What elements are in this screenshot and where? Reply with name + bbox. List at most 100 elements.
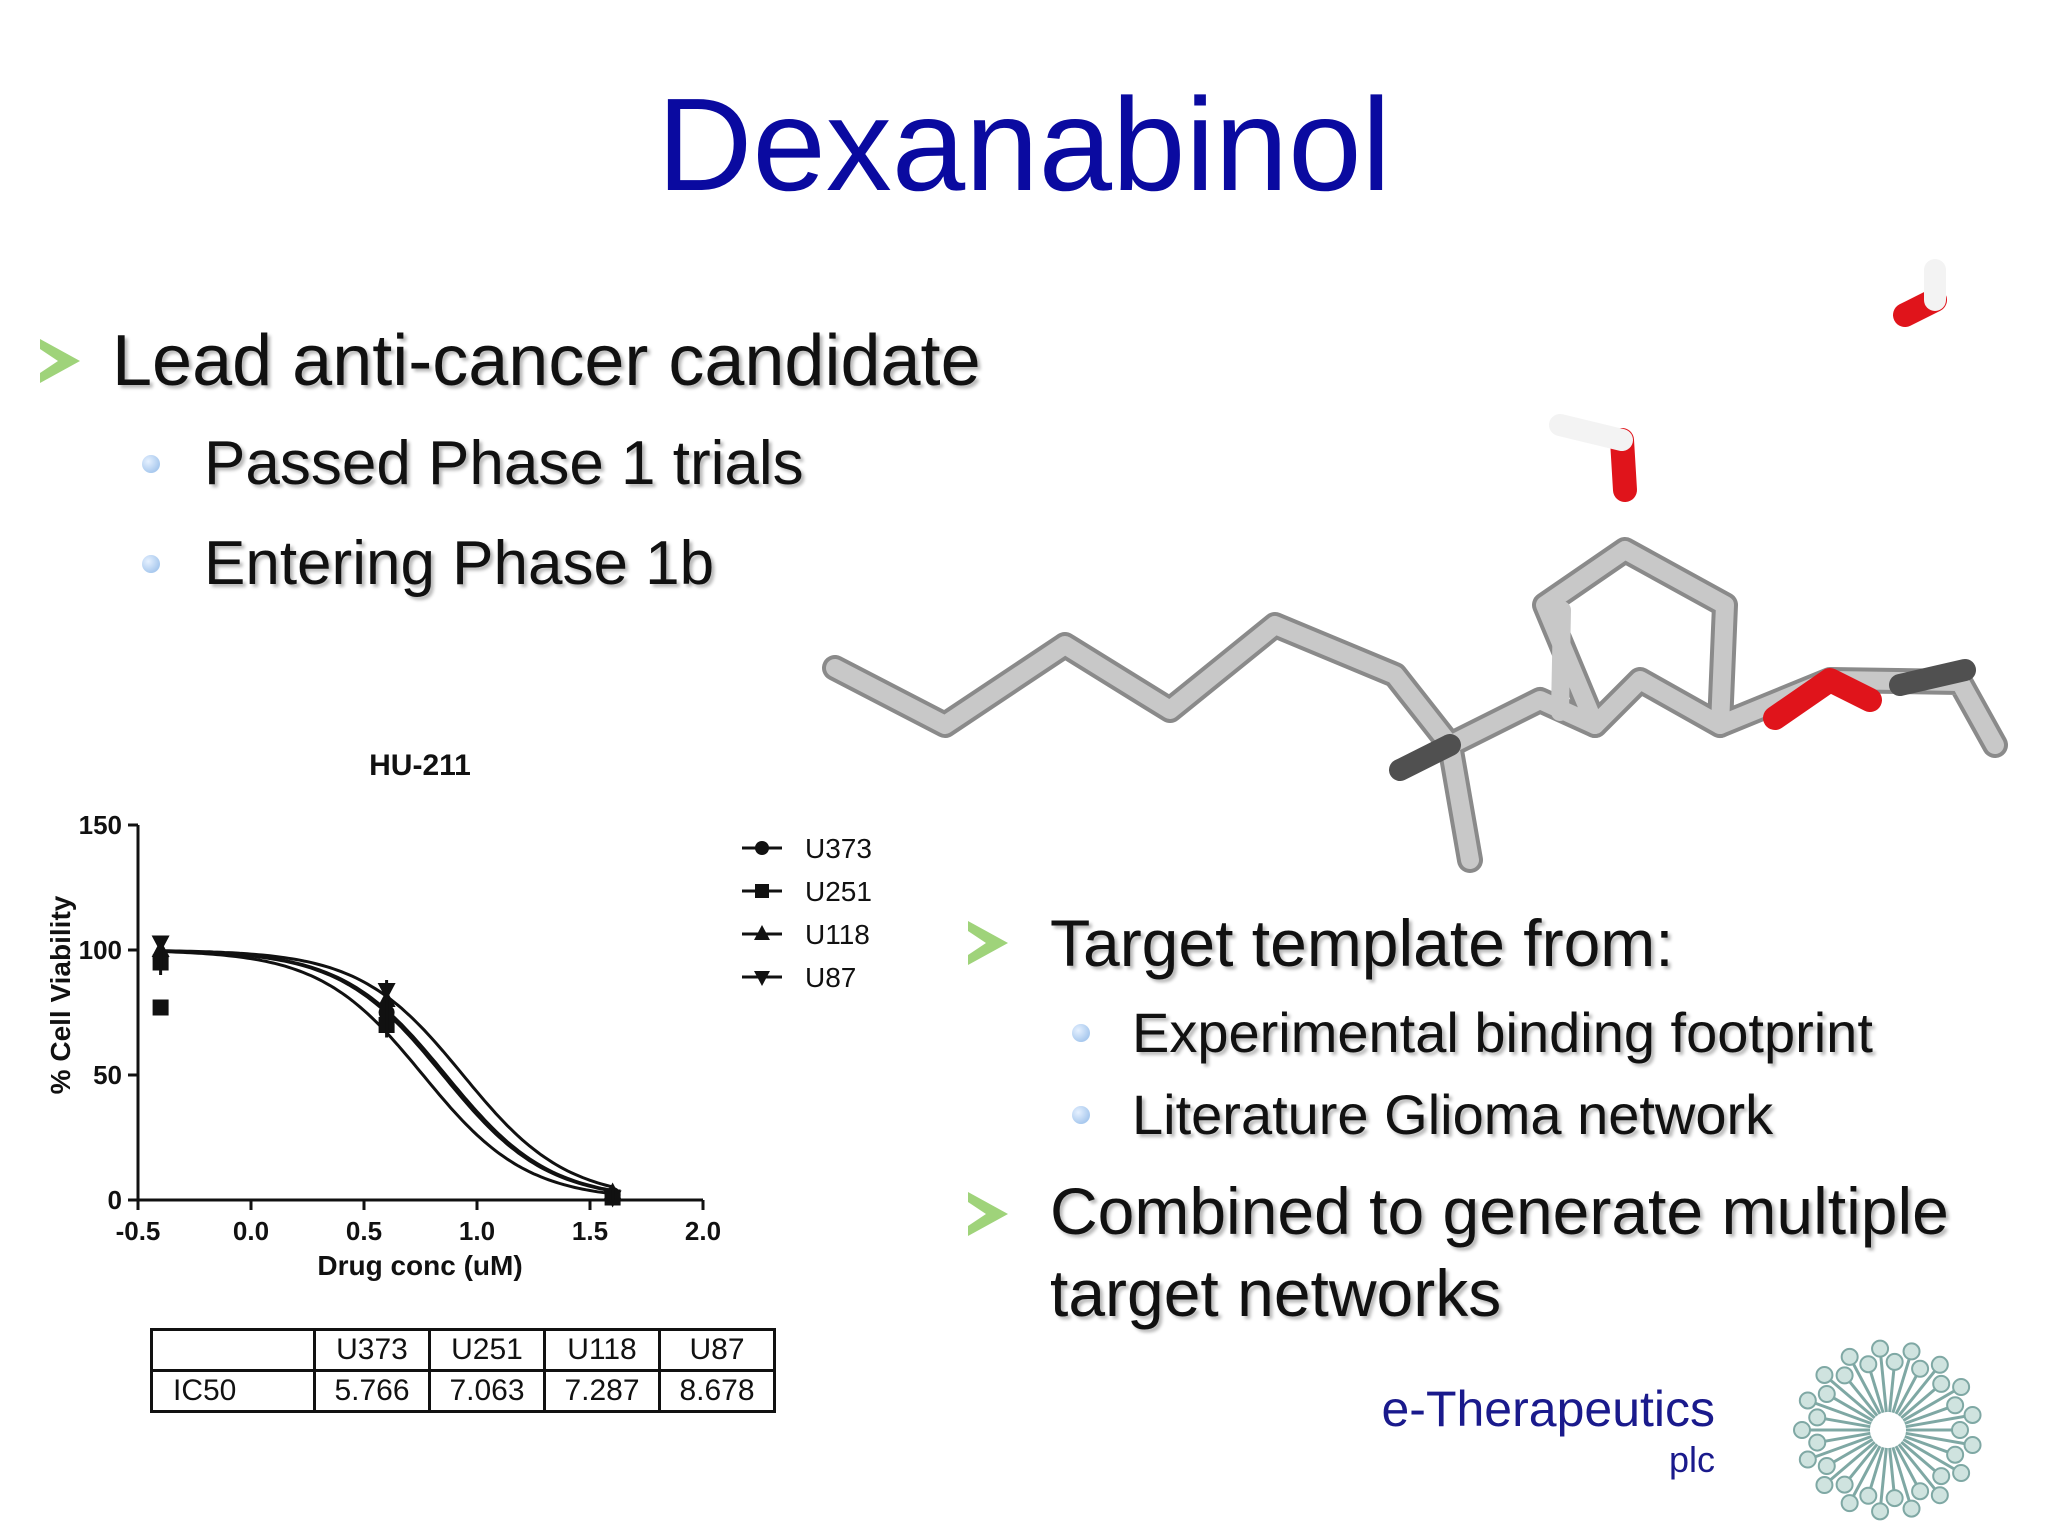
logo-dot [1817,1457,1836,1476]
logo-dot [1946,1445,1965,1464]
logo-dot [1885,1352,1904,1371]
logo-dot [1885,1489,1904,1508]
bullet-text: Target template from: [1050,906,1674,980]
bullet-line: target networks [1050,1256,1502,1330]
dot-bullet-icon [142,454,160,473]
sub-bullet-text: Entering Phase 1b [204,529,715,598]
logo-dot [1798,1391,1817,1410]
bullet-target-template: Target template from: [968,905,1674,981]
bullet-combined: Combined to generate multiple target net… [968,1170,1949,1334]
y-tick-label: 50 [93,1060,122,1090]
chart-y-axis-label: % Cell Viability [45,895,76,1094]
arrow-bullet-icon [968,1192,1008,1236]
logo-dot [1963,1436,1982,1455]
logo-dot [1808,1408,1827,1427]
table-cell [150,1328,316,1372]
sub-bullet-text: Literature Glioma network [1132,1083,1774,1146]
sub-bullet-text: Experimental binding footprint [1132,1001,1873,1064]
table-header: U373 [313,1328,431,1372]
logo-dot [1798,1450,1817,1469]
table-header: U251 [428,1328,546,1372]
logo-dot [1871,1502,1890,1521]
logo-dot [1817,1384,1836,1403]
data-point-u251 [152,999,169,1016]
logo-dot [1952,1464,1971,1483]
arrow-bullet-icon [40,339,80,383]
logo-spoke [1807,1399,1872,1425]
legend-marker-icon [755,841,769,855]
logo-dot [1911,1359,1930,1378]
logo-dot [1963,1405,1982,1424]
table-cell: 7.287 [543,1369,661,1413]
logo-spoke [1902,1385,1962,1422]
x-tick-label: 2.0 [685,1216,721,1246]
logo-spoke [1823,1373,1876,1420]
logo-dot [1859,1355,1878,1374]
x-tick-label: 0.0 [233,1216,269,1246]
legend-marker-icon [754,971,770,986]
bullet-lead: Lead anti-cancer candidate [40,320,981,402]
logo-spoke [1878,1348,1888,1413]
sub-bullet: Entering Phase 1b [142,528,714,599]
molecule-3d-model [822,259,2008,873]
logo-dot [1951,1421,1969,1439]
sub-bullet: Literature Glioma network [1072,1082,1773,1147]
logo-dot [1793,1421,1811,1439]
dot-bullet-icon [1072,1105,1090,1124]
logo-dot [1930,1355,1949,1374]
arrow-bullet-icon [968,921,1008,965]
logo-spoke [1807,1435,1872,1461]
logo-spoke [1878,1447,1888,1512]
legend-marker-icon [754,925,770,940]
logo-spoke [1823,1440,1876,1487]
table-row: IC50 5.766 7.063 7.287 8.678 [150,1369,776,1413]
table-header: U118 [543,1328,661,1372]
logo-spoke [1902,1438,1962,1475]
table-row-label: IC50 [150,1369,316,1413]
y-tick-label: 0 [108,1185,122,1215]
logo-spoke [1891,1446,1913,1510]
logo-spoke [1848,1445,1882,1504]
logo-dot [1808,1433,1827,1452]
logo-dot [1859,1486,1878,1505]
bullet-text: Lead anti-cancer candidate [112,321,981,401]
ic50-table: U373 U251 U118 U87 IC50 5.766 7.063 7.28… [150,1328,776,1413]
x-tick-label: -0.5 [116,1216,161,1246]
logo-spoke [1848,1356,1882,1415]
logo-dot [1932,1467,1951,1486]
dot-bullet-icon [1072,1023,1090,1042]
logo-dot [1952,1377,1971,1396]
legend-label: U373 [805,833,872,864]
legend-label: U87 [805,962,856,993]
logo-dot [1902,1342,1921,1361]
table-cell: 7.063 [428,1369,546,1413]
brand-suffix: plc [1668,1439,1715,1480]
logo-dot [1871,1339,1890,1358]
bullet-text: Combined to generate multiple target net… [1050,1170,1949,1334]
brand-name: e-Therapeutics [1381,1381,1716,1437]
logo-dot [1932,1374,1951,1393]
logo-dot [1840,1347,1859,1366]
logo-spoke [1905,1431,1973,1447]
x-tick-label: 0.5 [346,1216,382,1246]
chart-x-axis-label: Drug conc (uM) [317,1250,522,1281]
table-cell: 5.766 [313,1369,431,1413]
sub-bullet: Passed Phase 1 trials [142,428,804,499]
legend-marker-icon [755,884,769,898]
logo-spoke [1891,1350,1913,1414]
dose-response-chart: HU-211 % Cell Viability Drug conc (uM) -… [45,749,872,1281]
company-logo-icon [1793,1339,1982,1521]
table-cell: 8.678 [658,1369,776,1413]
logo-dot [1835,1475,1854,1494]
chart-points [151,935,622,1208]
logo-spoke [1897,1363,1941,1417]
logo-dot [1902,1499,1921,1518]
logo-spoke [1897,1443,1941,1497]
legend-label: U251 [805,876,872,907]
logo-dot [1930,1486,1949,1505]
y-tick-label: 100 [79,935,122,965]
logo-dot [1840,1494,1859,1513]
logo-dot [1946,1396,1965,1415]
